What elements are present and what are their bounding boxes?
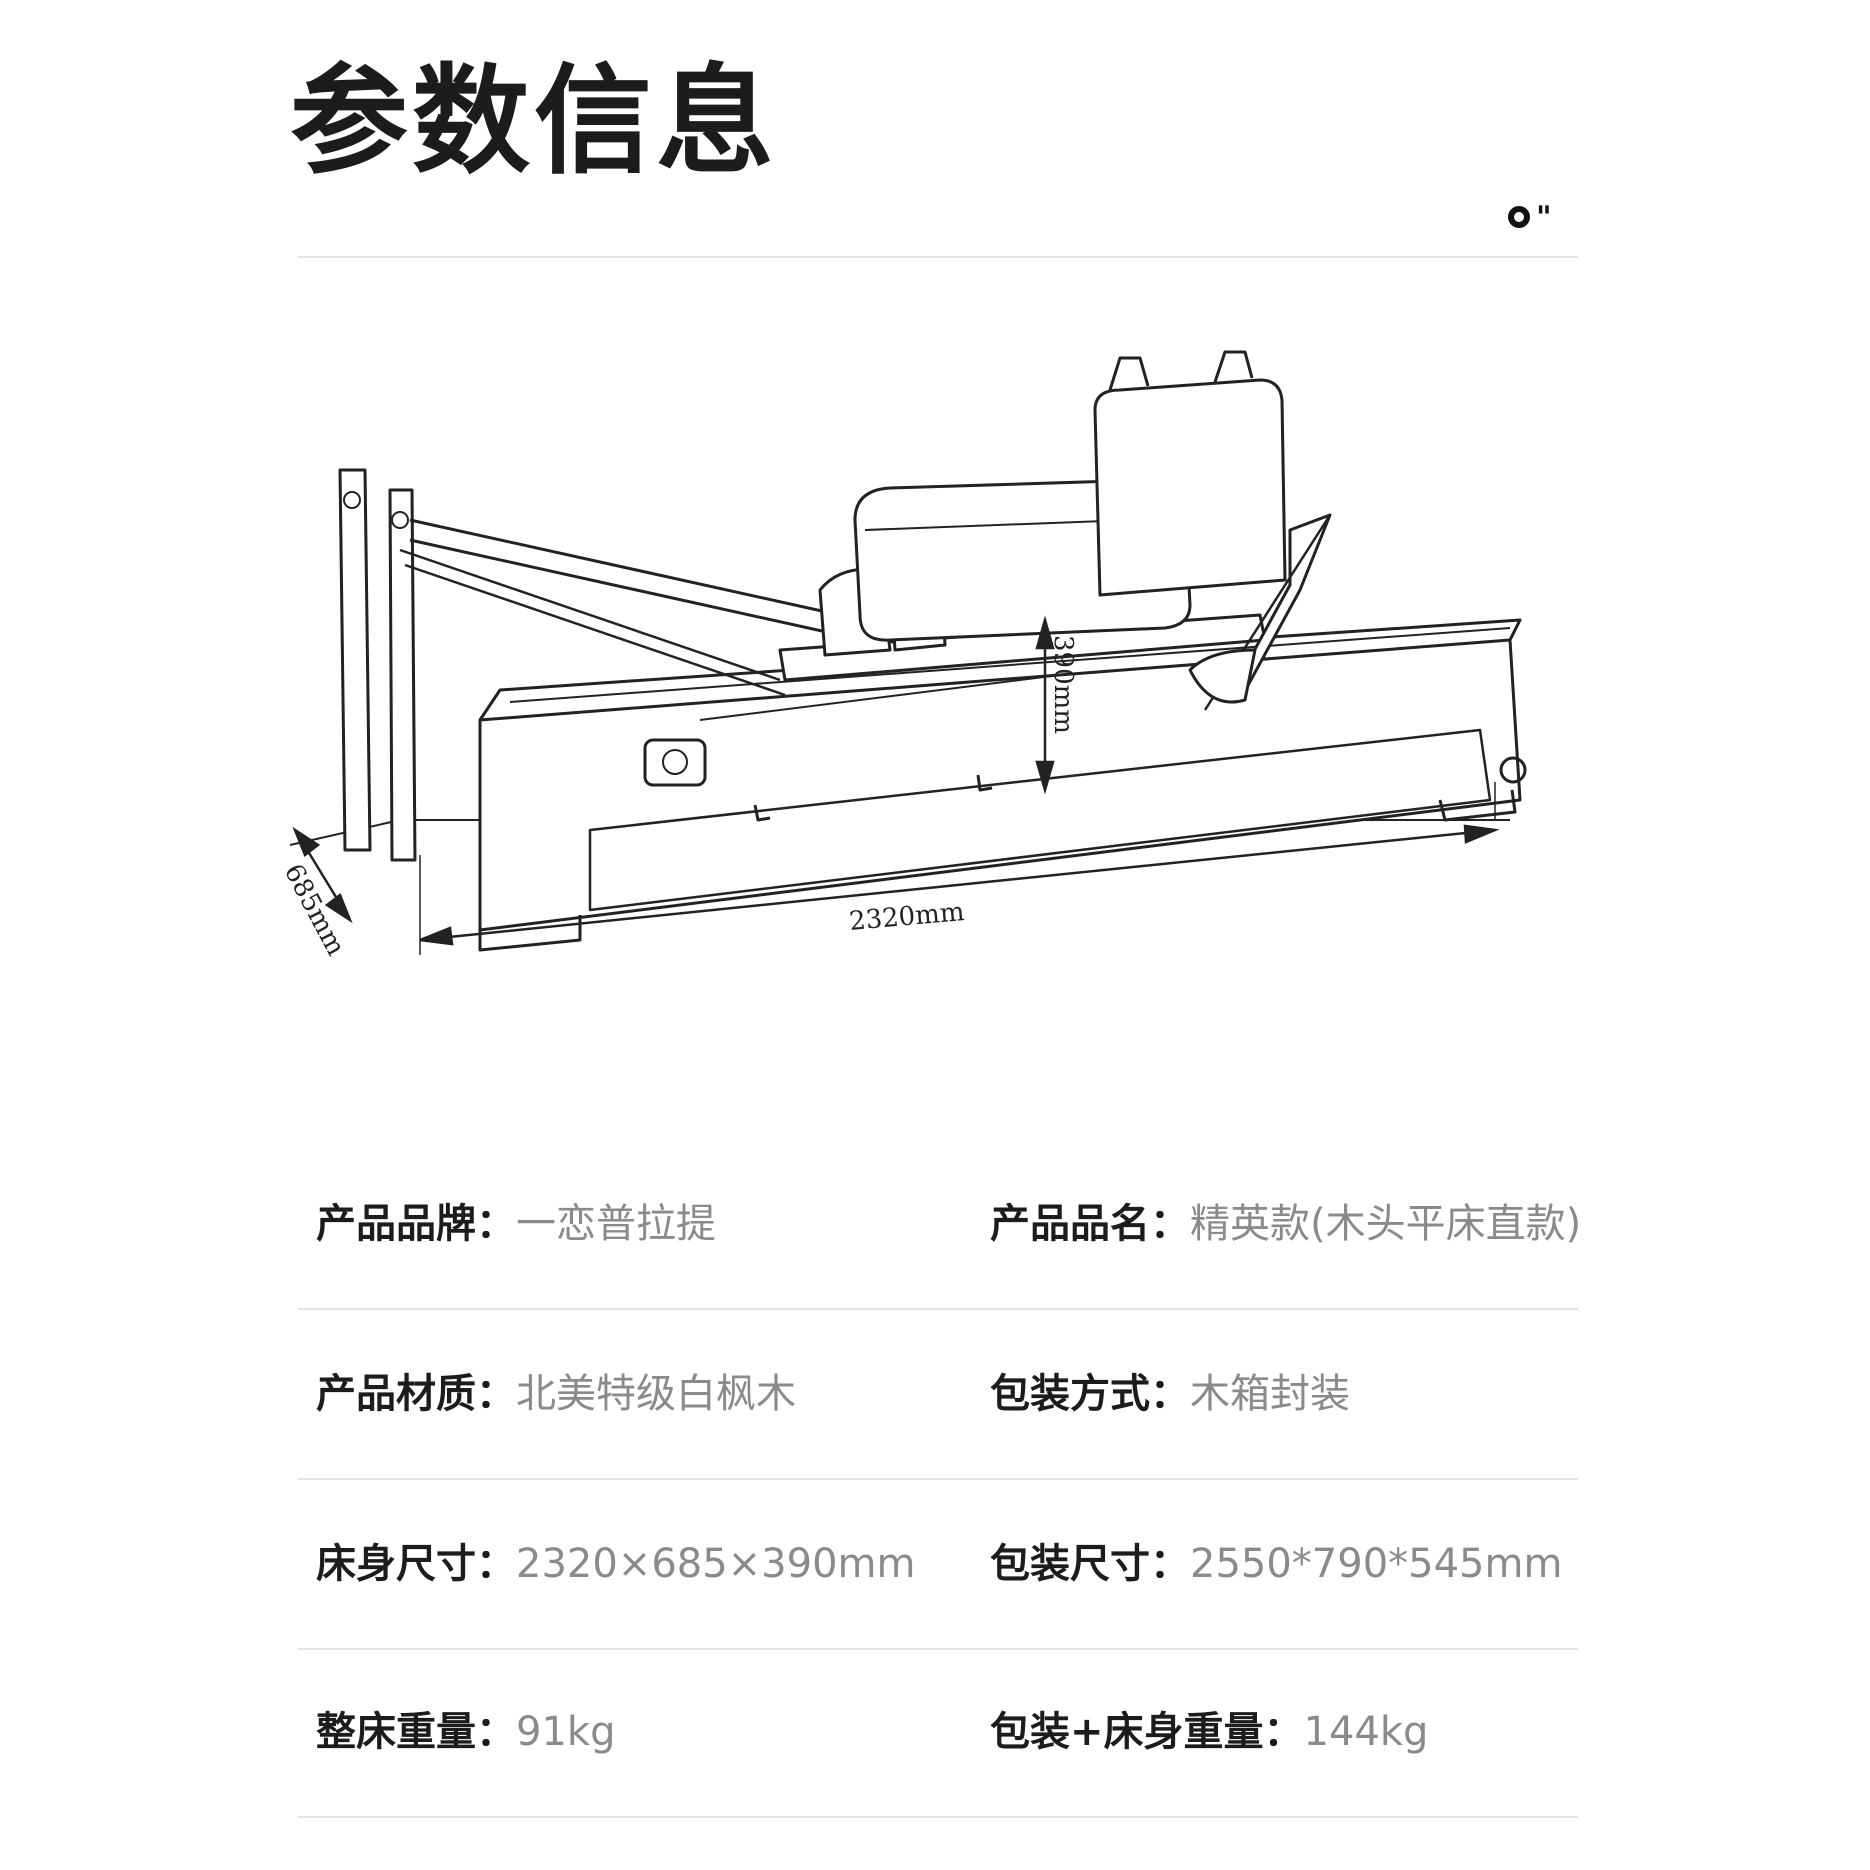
spec-label: 床身尺寸： <box>316 1541 516 1587</box>
spec-total-weight: 包装+床身重量：144kg <box>990 1702 1428 1762</box>
spec-bed-weight: 整床重量：91kg <box>316 1702 615 1762</box>
leg-front-left <box>478 915 582 952</box>
row-divider <box>298 1816 1578 1818</box>
spec-material: 产品材质：北美特级白枫木 <box>316 1364 796 1424</box>
leg-front-right <box>1438 789 1517 822</box>
spec-label: 产品品牌： <box>316 1201 516 1247</box>
spec-row-dimensions: 床身尺寸：2320×685×390mm 包装尺寸：2550*790*545mm <box>316 1534 1616 1594</box>
spec-brand: 产品品牌：一恋普拉提 <box>316 1194 716 1254</box>
spec-row-material-packing: 产品材质：北美特级白枫木 包装方式：木箱封装 <box>316 1364 1616 1424</box>
spec-value: 2550*790*545mm <box>1190 1541 1563 1587</box>
back-panel <box>1093 378 1287 597</box>
width-label: 2320mm <box>848 897 966 937</box>
footbar-post-right <box>388 488 417 862</box>
brand-mark: " <box>1536 199 1552 235</box>
gear-bracket <box>1188 648 1257 704</box>
spec-label: 产品品名： <box>990 1201 1190 1247</box>
title-divider <box>298 256 1578 258</box>
spec-value: 木箱封装 <box>1190 1371 1350 1417</box>
wheel <box>1499 756 1527 784</box>
spec-value: 2320×685×390mm <box>516 1541 916 1587</box>
product-diagram: 2320mm 390mm 685mm <box>280 350 1527 961</box>
spec-label: 包装尺寸： <box>990 1541 1190 1587</box>
brand-ring-icon <box>1508 206 1530 228</box>
spec-label: 包装方式： <box>990 1371 1190 1417</box>
width-dimension-line <box>419 828 1496 942</box>
spec-package-size: 包装尺寸：2550*790*545mm <box>990 1534 1562 1594</box>
footbar-post-left <box>338 468 372 852</box>
row-divider <box>298 1308 1578 1310</box>
spec-row-weight: 整床重量：91kg 包装+床身重量：144kg <box>316 1702 1616 1762</box>
spec-value: 北美特级白枫木 <box>516 1371 796 1417</box>
row-divider <box>298 1648 1578 1650</box>
handle-right <box>1213 350 1254 383</box>
spec-label: 产品材质： <box>316 1371 516 1417</box>
spec-bed-size: 床身尺寸：2320×685×390mm <box>316 1534 915 1594</box>
spec-packing-method: 包装方式：木箱封装 <box>990 1364 1350 1424</box>
page-title: 参数信息 <box>290 52 779 190</box>
spec-value: 精英款(木头平床直款) <box>1190 1201 1582 1247</box>
footbar-arm-upper <box>409 518 841 617</box>
spec-value: 144kg <box>1303 1709 1429 1755</box>
spec-product-name: 产品品名：精英款(木头平床直款) <box>990 1194 1581 1254</box>
row-divider <box>298 1478 1578 1480</box>
frame-apron <box>588 728 1492 912</box>
spec-label: 包装+床身重量： <box>990 1709 1304 1755</box>
brand-logo: " <box>1508 199 1552 235</box>
height-label: 390mm <box>1048 635 1078 734</box>
handle-left <box>1108 356 1150 391</box>
spec-value: 一恋普拉提 <box>516 1201 716 1247</box>
spec-label: 整床重量： <box>316 1709 516 1755</box>
spec-row-brand-name: 产品品牌：一恋普拉提 产品品名：精英款(木头平床直款) <box>316 1194 1616 1254</box>
side-plate <box>643 738 707 787</box>
spec-value: 91kg <box>516 1709 616 1755</box>
